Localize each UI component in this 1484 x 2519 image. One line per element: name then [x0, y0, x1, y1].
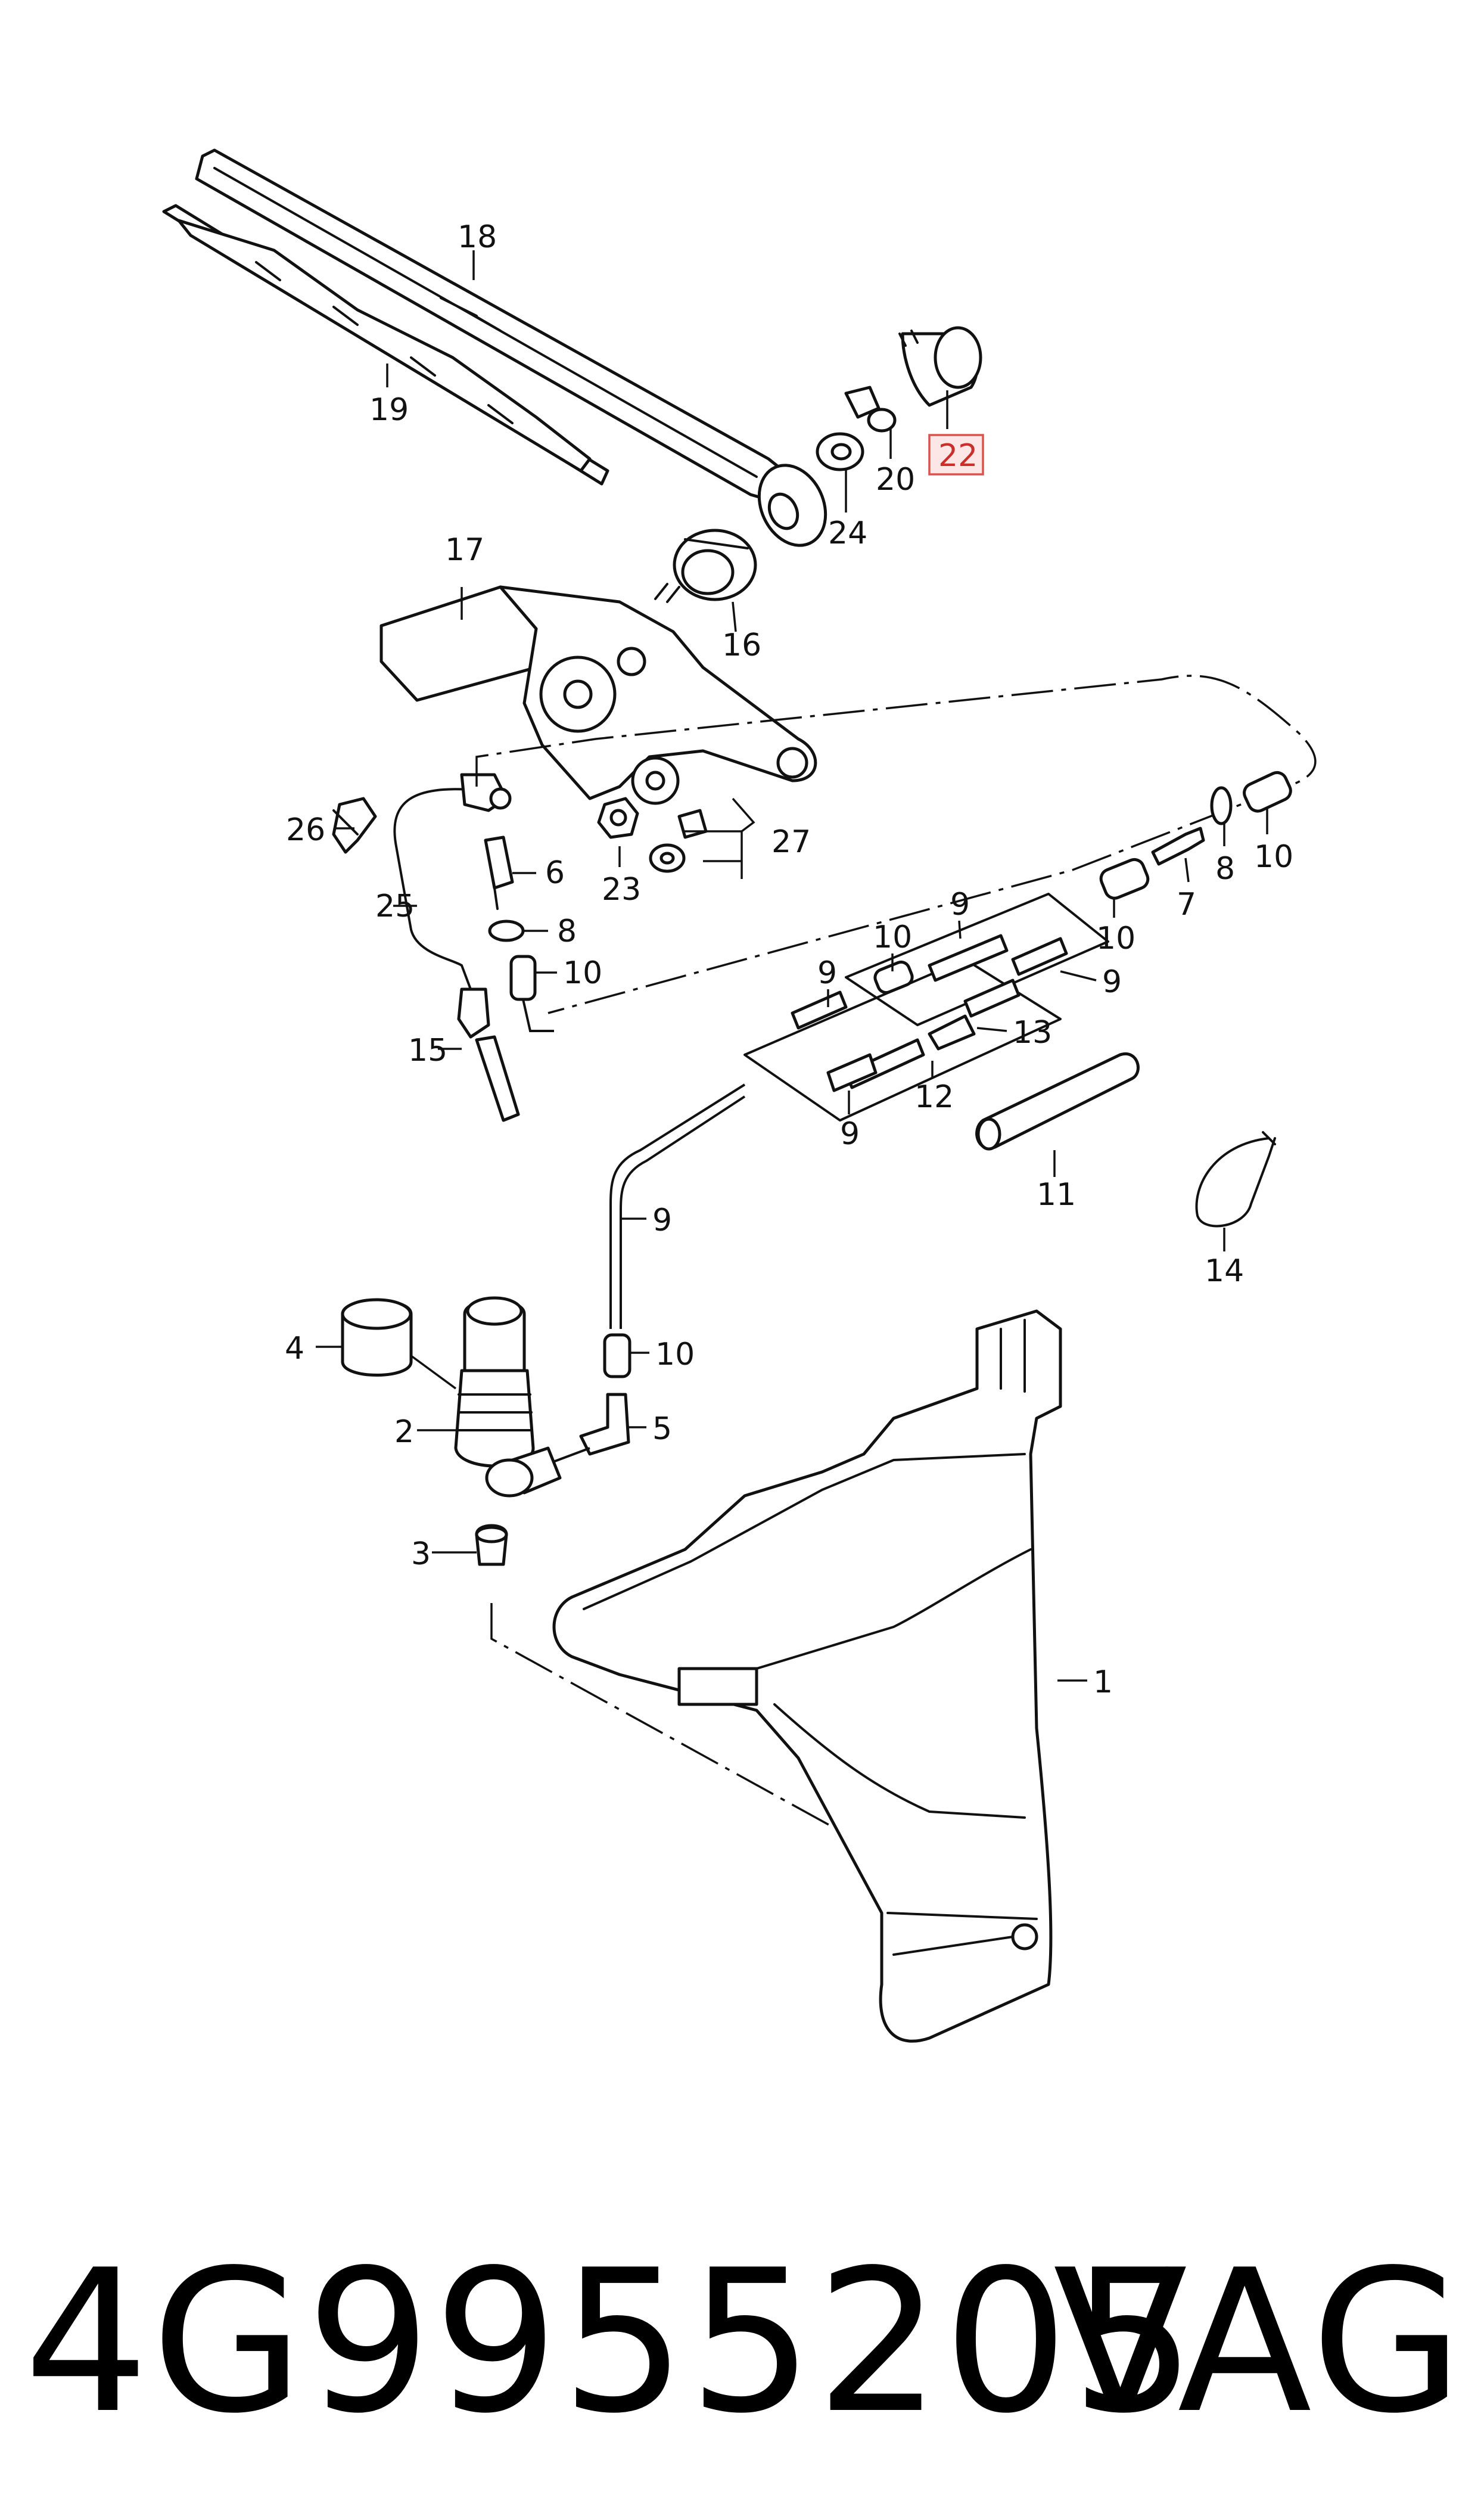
- nut-23: [597, 797, 639, 839]
- callout-27: 27: [771, 824, 811, 860]
- hose-routing-outline: [475, 675, 1317, 1884]
- washer-pump-2: [454, 1296, 562, 1498]
- callout-3: 3: [411, 1536, 431, 1572]
- callout-17: 17: [445, 532, 484, 568]
- callout-9-lower-left: 9: [840, 1116, 860, 1152]
- bolts-27: [649, 809, 708, 873]
- callout-10-center: 10: [873, 920, 912, 955]
- callout-20: 20: [876, 462, 915, 498]
- hose-set-panel: [743, 893, 1109, 1122]
- callout-26: 26: [286, 812, 325, 848]
- connector-7: [1151, 827, 1205, 866]
- wiper-blade-19: [162, 204, 609, 486]
- callout-7: 7: [1177, 887, 1196, 923]
- callout-15: 15: [408, 1033, 447, 1069]
- hose-10-mid: [1099, 858, 1150, 900]
- hose-9-long: [609, 1083, 746, 1329]
- callout-4: 4: [285, 1331, 304, 1366]
- caption-bar: 4G9955205 VAG: [24, 2217, 1466, 2467]
- nozzle-15: [457, 987, 520, 1122]
- callout-25: 25: [375, 889, 415, 924]
- clip-8-right: [1210, 786, 1233, 825]
- callout-10-right: 10: [1254, 839, 1293, 875]
- callout-11: 11: [1037, 1177, 1076, 1213]
- washer-24: [816, 432, 864, 471]
- callout-5: 5: [652, 1411, 672, 1447]
- callout-23: 23: [602, 872, 641, 908]
- callout-10-mid: 10: [1096, 921, 1135, 956]
- callout-24: 24: [828, 515, 867, 551]
- nozzle-hose-25: [393, 773, 512, 990]
- callout-9-top: 9: [950, 887, 970, 923]
- highlight-box-22: [928, 434, 984, 476]
- hose-10-right: [1243, 771, 1292, 813]
- hose-10-lower: [603, 1333, 631, 1378]
- callout-9-right: 9: [1102, 964, 1122, 1000]
- callout-19: 19: [369, 392, 409, 428]
- callout-9-hose: 9: [652, 1203, 672, 1238]
- seal-ring-4: [341, 1298, 413, 1377]
- wiper-arm-18: [195, 148, 827, 547]
- callout-12: 12: [914, 1079, 954, 1115]
- callout-10-lower: 10: [655, 1337, 695, 1372]
- nut-20: [844, 386, 897, 433]
- callout-8-left: 8: [557, 914, 577, 949]
- cable-tie-14: [1195, 1131, 1276, 1228]
- reservoir-1: [552, 1309, 1062, 2043]
- callout-14: 14: [1205, 1253, 1244, 1289]
- callout-18: 18: [458, 219, 497, 255]
- connector-6: [484, 835, 514, 910]
- callout-16: 16: [722, 628, 761, 663]
- callout-13: 13: [1013, 1015, 1052, 1051]
- clip-8-left: [488, 920, 525, 942]
- cap-22: [898, 326, 982, 407]
- callout-8-right: 8: [1215, 851, 1235, 887]
- callout-labels: 18 19 22 20 24 16 17 26 25 6 8 10 15 23 …: [285, 219, 1293, 1700]
- leader-lines: [316, 250, 1268, 1682]
- wiper-motor-17: [379, 583, 817, 805]
- elbow-5: [542, 1393, 630, 1467]
- callout-9-upper-left: 9: [817, 955, 837, 991]
- brand-name: VAG: [1053, 2228, 1466, 2456]
- grommet-16: [673, 529, 757, 601]
- sleeve-11: [975, 1052, 1140, 1151]
- callout-22: 22: [938, 438, 978, 474]
- part-number: 4G9955205: [24, 2228, 1199, 2456]
- callout-1: 1: [1093, 1664, 1113, 1700]
- callout-6: 6: [545, 855, 565, 891]
- callout-10-left: 10: [563, 955, 602, 991]
- grommet-3: [475, 1524, 508, 1566]
- clip-26: [332, 797, 377, 854]
- hose-10-left: [509, 955, 537, 1001]
- callout-2: 2: [394, 1414, 414, 1450]
